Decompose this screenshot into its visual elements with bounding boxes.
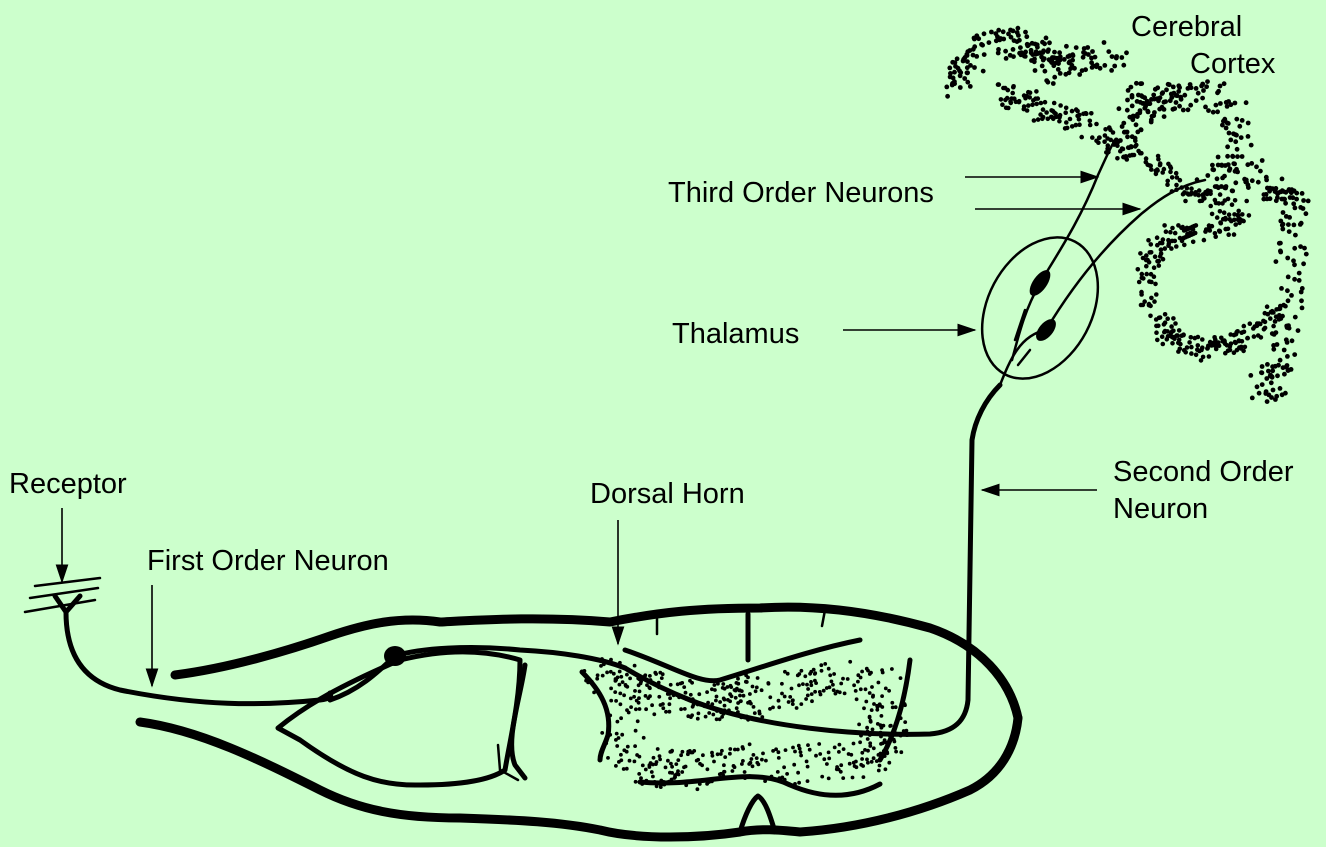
cerebral-cortex-label-line2: Cortex (1190, 46, 1275, 82)
dorsal-horn-label: Dorsal Horn (590, 476, 745, 512)
third-order-neurons-label: Third Order Neurons (668, 175, 934, 211)
spinal-cord (140, 607, 1018, 837)
thalamus-label: Thalamus (672, 316, 799, 352)
first-order-neuron-fiber (66, 612, 331, 704)
second-order-neuron-label-line1: Second Order (1113, 454, 1294, 490)
cerebral-cortex-label-line1: Cerebral (1131, 9, 1242, 45)
receptor-ending (25, 578, 100, 612)
label-arrows (62, 177, 1140, 686)
second-order-neuron-label-line2: Neuron (1113, 491, 1208, 527)
cerebral-cortex (944, 26, 1310, 404)
third-order-neuron-fibers (1040, 140, 1205, 330)
dorsal-horn-stipple (583, 657, 909, 791)
thalamic-neuron-cells (1000, 267, 1060, 385)
receptor-label: Receptor (9, 466, 127, 502)
thalamus-oval (959, 217, 1121, 398)
first-order-neuron-label: First Order Neuron (147, 543, 389, 579)
